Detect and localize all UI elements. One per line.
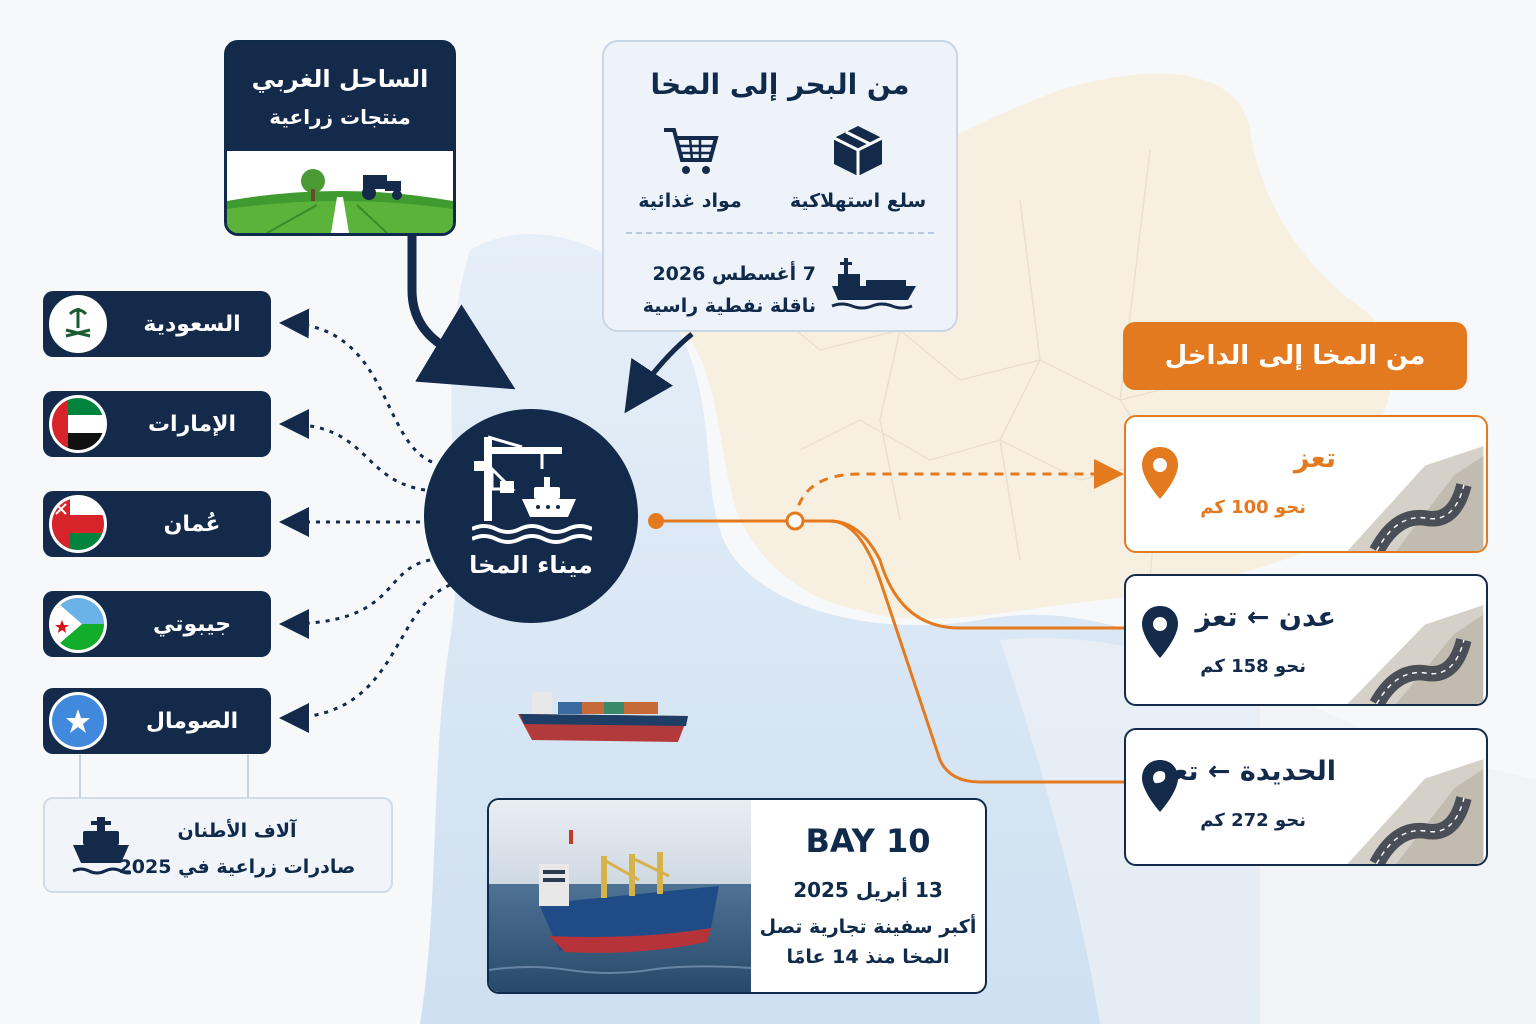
west-coast-title: الساحل الغربي xyxy=(251,65,429,93)
location-pin-icon xyxy=(1142,760,1178,812)
west-coast-box: الساحل الغربي منتجات زراعية xyxy=(224,40,456,236)
sea-divider xyxy=(626,232,934,234)
consumer-goods-label: سلع استهلاكية xyxy=(789,190,927,212)
route-title-taiz: تعز xyxy=(1293,443,1336,474)
sea-to-mokha-box: من البحر إلى المخا سلع استهلاكية مواد غذ… xyxy=(602,40,958,332)
shopping-cart-icon xyxy=(664,128,719,174)
bay10-box: BAY 10 13 أبريل 2025 أكبر سفينة تجارية ت… xyxy=(487,798,987,994)
location-pin-icon xyxy=(1142,606,1178,658)
exports-line1: آلاف الأطنان xyxy=(177,820,297,842)
route-hodeidah-taiz: الحديدة ← تعز نحو 272 كم xyxy=(1124,728,1488,866)
tanker-text: ناقلة نفطية راسية xyxy=(642,295,816,317)
tanker-note: 7 أغسطس 2026 ناقلة نفطية راسية xyxy=(634,250,926,320)
country-name-djibouti: جيبوتي xyxy=(152,611,232,637)
ship-icon xyxy=(72,817,131,875)
country-name-oman: عُمان xyxy=(163,511,221,537)
port-label: ميناء المخا xyxy=(469,551,593,579)
location-pin-icon xyxy=(1142,447,1178,499)
port-crane-icon xyxy=(472,435,592,544)
box-icon xyxy=(833,126,883,176)
route-title-hodeidah-taiz: الحديدة ← تعز xyxy=(1156,756,1336,787)
mokha-port: ميناء المخا xyxy=(424,409,638,623)
bay10-date: 13 أبريل 2025 xyxy=(793,878,943,902)
route-taiz: تعز نحو 100 كم xyxy=(1124,415,1488,553)
road-image xyxy=(1347,605,1484,704)
country-name-uae: الإمارات xyxy=(147,411,237,437)
djibouti-flag-icon xyxy=(49,595,107,653)
country-somalia: الصومال xyxy=(43,688,271,754)
uae-flag-icon xyxy=(49,395,107,453)
country-uae: الإمارات xyxy=(43,391,271,457)
consumer-goods-item: سلع استهلاكية xyxy=(778,122,938,212)
food-items-label: مواد غذائية xyxy=(638,190,742,212)
saudi-flag-icon xyxy=(49,295,107,353)
road-image xyxy=(1347,446,1484,551)
route-distance-aden-taiz: نحو 158 كم xyxy=(1200,656,1306,677)
bay10-note: أكبر سفينة تجارية تصل المخا منذ 14 عامًا xyxy=(751,912,985,972)
bay10-note-line2: المخا منذ 14 عامًا xyxy=(786,946,950,968)
bay10-note-line1: أكبر سفينة تجارية تصل xyxy=(759,916,977,938)
west-coast-subtitle: منتجات زراعية xyxy=(269,105,411,129)
west-coast-header: الساحل الغربي منتجات زراعية xyxy=(227,43,453,151)
somalia-flag-icon xyxy=(49,692,107,750)
exports-line2: صادرات زراعية في 2025 xyxy=(118,856,356,878)
country-name-somalia: الصومال xyxy=(145,708,239,734)
food-items-item: مواد غذائية xyxy=(610,122,770,212)
tanker-icon xyxy=(831,258,916,310)
route-aden-taiz: عدن ← تعز نحو 158 كم xyxy=(1124,574,1488,706)
road-image xyxy=(1347,759,1484,864)
cargo-ship-photo xyxy=(489,800,751,992)
sea-to-mokha-title: من البحر إلى المخا xyxy=(650,68,910,101)
route-title-aden-taiz: عدن ← تعز xyxy=(1195,602,1336,633)
inland-title: من المخا إلى الداخل xyxy=(1123,322,1467,390)
country-name-saudi: السعودية xyxy=(143,311,241,337)
oman-flag-icon xyxy=(49,495,107,553)
country-oman: عُمان xyxy=(43,491,271,557)
bay10-name: BAY 10 xyxy=(805,822,931,860)
farm-scene-icon xyxy=(227,151,453,233)
tanker-date: 7 أغسطس 2026 xyxy=(652,263,816,285)
country-saudi: السعودية xyxy=(43,291,271,357)
tanker-note-text: 7 أغسطس 2026 ناقلة نفطية راسية xyxy=(643,258,816,322)
route-distance-hodeidah-taiz: نحو 272 كم xyxy=(1200,810,1306,831)
exports-text: آلاف الأطنان صادرات زراعية في 2025 xyxy=(117,813,357,885)
country-djibouti: جيبوتي xyxy=(43,591,271,657)
route-distance-taiz: نحو 100 كم xyxy=(1200,497,1306,518)
exports-box: آلاف الأطنان صادرات زراعية في 2025 xyxy=(43,797,393,893)
